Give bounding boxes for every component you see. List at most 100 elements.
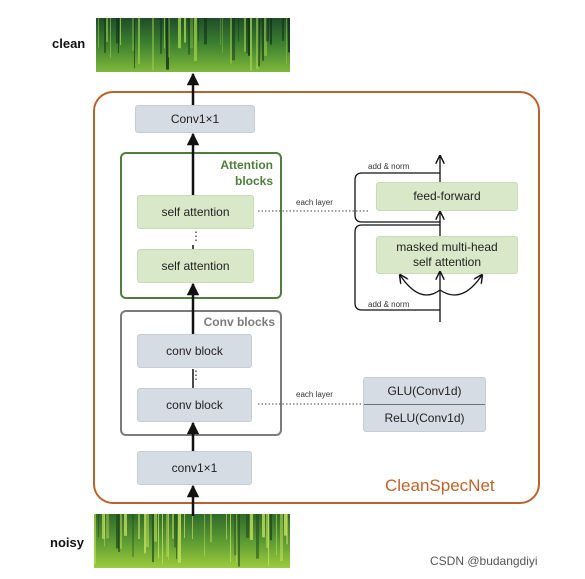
attention-title-line2: blocks	[234, 174, 273, 188]
spectrogram-stripe	[244, 18, 246, 52]
spectrogram-stripe	[118, 18, 119, 54]
conv-block-2: conv block	[137, 388, 252, 422]
spectrogram-stripe	[266, 514, 269, 548]
spectrogram-stripe	[184, 18, 186, 43]
add-norm-top-label: add & norm	[368, 162, 410, 171]
spectrogram-stripe	[262, 18, 264, 61]
spectrogram-stripe	[164, 18, 165, 49]
top-conv1x1-box: Conv1×1	[135, 105, 255, 133]
spectrogram-stripe	[138, 18, 140, 65]
spectrogram-stripe	[184, 514, 185, 538]
spectrogram-stripe	[270, 18, 272, 45]
spectrogram-stripe	[110, 18, 111, 58]
conv-block-1: conv block	[137, 334, 252, 368]
spectrogram-stripe	[258, 18, 260, 67]
spectrogram-stripe	[152, 514, 154, 563]
spectrogram-stripe	[246, 18, 248, 54]
watermark: CSDN @budangdiyi	[430, 554, 538, 568]
spectrogram-stripe	[158, 514, 159, 559]
spectrogram-stripe	[144, 514, 146, 554]
spectrogram-stripe	[266, 18, 269, 42]
spectrogram-stripe	[174, 514, 176, 548]
spectrogram-stripe	[230, 18, 232, 64]
glu-conv1d-label: GLU(Conv1d)	[387, 384, 462, 398]
attention-title-line1: Attention	[220, 158, 273, 172]
spectrogram-stripe	[222, 18, 223, 53]
spectrogram-stripe	[116, 514, 119, 549]
spectrogram-stripe	[238, 18, 239, 42]
spectrogram-stripe	[284, 514, 287, 536]
spectrogram-stripe	[106, 514, 109, 539]
conv-blocks-title: Conv blocks	[203, 315, 275, 329]
spectrogram-stripe	[166, 18, 169, 70]
spectrogram-stripe	[270, 514, 272, 541]
spectrogram-stripe	[268, 514, 269, 566]
attention-ellipsis: ⋮	[190, 229, 202, 243]
spectrogram-stripe	[220, 18, 221, 45]
spectrogram-stripe	[190, 18, 193, 49]
cleanspecnet-frame	[93, 91, 540, 504]
spectrogram-stripe	[264, 18, 267, 56]
spectrogram-stripe	[198, 18, 199, 41]
spectrogram-stripe	[166, 514, 169, 557]
conv-each-layer-label: each layer	[296, 390, 333, 399]
spectrogram-stripe	[232, 18, 235, 61]
bottom-conv1x1-box: conv1×1	[137, 451, 252, 485]
spectrogram-stripe	[210, 514, 212, 543]
spectrogram-stripe	[154, 514, 157, 542]
spectrogram-stripe	[106, 18, 108, 43]
spectrogram-stripe	[104, 18, 106, 53]
spectrogram-stripe	[160, 18, 162, 54]
spectrogram-stripe	[286, 18, 287, 64]
mha-line1: masked multi-head	[396, 240, 498, 254]
model-name: CleanSpecNet	[385, 476, 495, 495]
spectrogram-stripe	[192, 514, 193, 540]
spectrogram-stripe	[152, 18, 154, 71]
spectrogram-stripe	[286, 514, 288, 545]
spectrogram-stripe	[98, 514, 99, 538]
spectrogram-stripe	[288, 18, 290, 53]
spectrogram-stripe	[120, 514, 122, 549]
spectrogram-stripe	[178, 18, 181, 49]
noisy-label: noisy	[50, 535, 84, 550]
spectrogram-stripe	[162, 514, 163, 565]
spectrogram-stripe	[146, 514, 149, 548]
conv-blocks-frame	[120, 310, 282, 436]
self-attention-block-2: self attention	[137, 249, 254, 283]
spectrogram-stripe	[134, 18, 135, 69]
spectrogram-stripe	[230, 514, 231, 563]
spectrogram-stripe	[250, 514, 253, 540]
spectrogram-stripe	[246, 514, 249, 538]
spectrogram-stripe	[172, 514, 174, 539]
spectrogram-stripe	[94, 514, 96, 565]
noisy-spectrogram	[94, 514, 290, 568]
clean-label: clean	[52, 36, 86, 51]
spectrogram-stripe	[234, 514, 237, 556]
attention-blocks-frame	[120, 152, 282, 299]
relu-conv1d-label: ReLU(Conv1d)	[384, 411, 465, 425]
spectrogram-stripe	[104, 514, 105, 547]
spectrogram-stripe	[204, 514, 205, 557]
spectrogram-stripe	[256, 514, 259, 559]
spectrogram-stripe	[238, 514, 240, 567]
spectrogram-stripe	[132, 18, 134, 51]
spectrogram-stripe	[276, 514, 277, 555]
spectrogram-stripe	[178, 514, 181, 563]
spectrogram-stripe	[102, 514, 105, 539]
conv-ellipsis: ⋮	[190, 368, 202, 382]
masked-multi-head-attention-box: masked multi-head self attention	[376, 236, 518, 274]
spectrogram-stripe	[176, 514, 177, 560]
spectrogram-stripe	[226, 514, 227, 540]
spectrogram-stripe	[256, 18, 259, 70]
add-norm-bottom-label: add & norm	[368, 300, 410, 309]
spectrogram-stripe	[168, 18, 170, 58]
spectrogram-stripe	[168, 514, 169, 561]
spectrogram-stripe	[120, 18, 121, 46]
spectrogram-stripe	[204, 18, 207, 45]
spectrogram-stripe	[248, 18, 250, 56]
spectrogram-stripe	[236, 514, 237, 563]
attention-blocks-title: Attention blocks	[208, 157, 273, 189]
clean-spectrogram	[96, 18, 290, 72]
conv-detail-divider	[364, 404, 485, 405]
attention-each-layer-label: each layer	[296, 198, 333, 207]
